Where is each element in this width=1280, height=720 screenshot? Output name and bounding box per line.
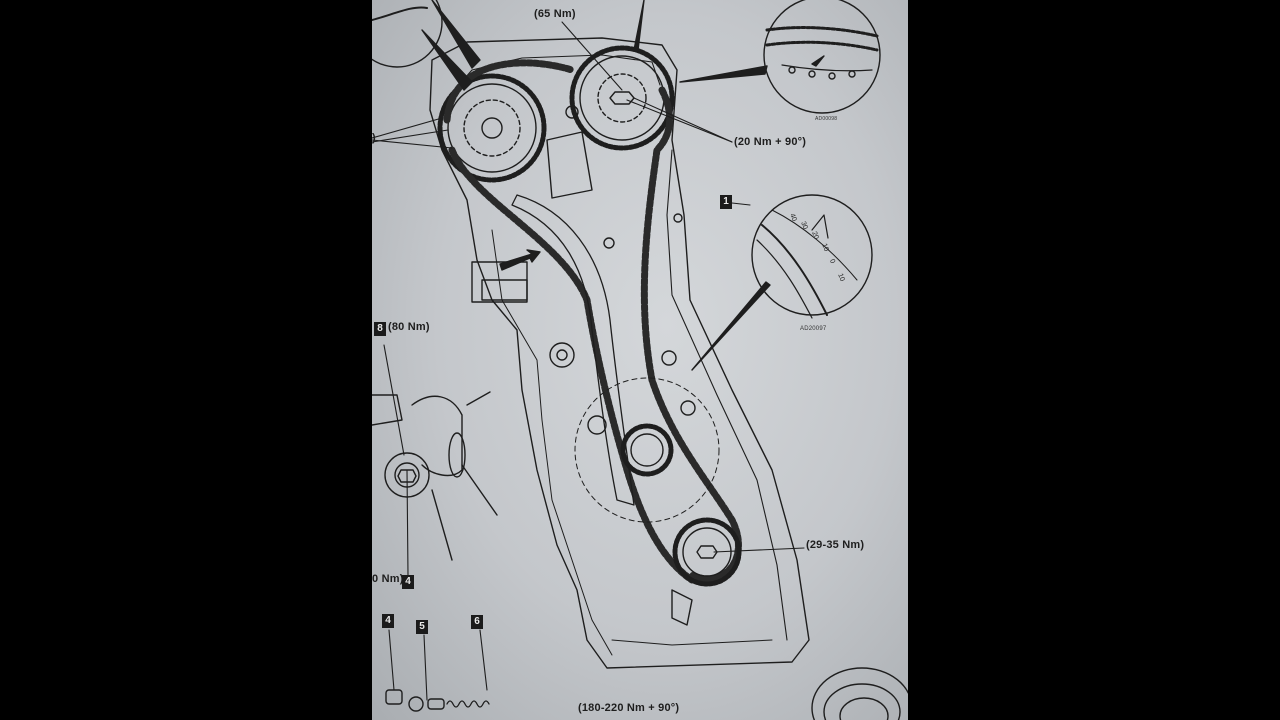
engine-cover-outline [429, 37, 810, 669]
cover-boss [661, 350, 677, 366]
pointer-wedge [431, 0, 481, 69]
crank-pulley-partial [811, 667, 908, 720]
lower-cover-base [611, 639, 773, 646]
callout-badge-8: 8 [374, 322, 386, 336]
cover-boss [587, 415, 607, 435]
pointer-wedge [679, 65, 768, 83]
torque-label-left-partial-top: ) [372, 132, 376, 144]
cover-left-inner [491, 229, 613, 656]
torque-label-cam-bolts: (20 Nm + 90°) [734, 136, 807, 148]
pointer-wedge [633, 0, 645, 51]
manual-page: (65 Nm) (20 Nm + 90°) (29-35 Nm) (80 Nm)… [372, 0, 908, 720]
detail-circle-top-left [372, 0, 443, 68]
pointer-wedge [691, 281, 771, 371]
pointer-wedge [421, 29, 473, 91]
callout-badge-1: 1 [720, 195, 732, 209]
cover-boss [603, 237, 615, 249]
torque-label-crank-bolt: (180-220 Nm + 90°) [578, 702, 680, 714]
detail-circle-timing-mark [751, 194, 873, 319]
right-cam-sprocket [569, 45, 675, 151]
ref-code-top-detail: AD00098 [815, 116, 838, 122]
left-pulley-assembly [372, 391, 498, 561]
intermediate-sprocket [574, 377, 720, 523]
lower-bracket [671, 589, 693, 626]
left-cam-sprocket [437, 73, 547, 183]
detail-circle-top-right [763, 0, 881, 114]
cam-housing [546, 131, 593, 199]
crank-sprocket [672, 517, 742, 587]
leader-lines [372, 21, 805, 701]
cover-boss [673, 213, 683, 223]
callout-badge-5: 5 [416, 620, 428, 634]
torque-label-cam-sprocket: (65 Nm) [534, 8, 576, 20]
torque-label-left-partial: 0 Nm) [372, 573, 404, 585]
cover-inner-edge [449, 54, 661, 96]
torque-label-left-component: (80 Nm) [388, 321, 430, 333]
cam-housing-bolt [565, 105, 579, 119]
arrow-indicator [499, 249, 541, 271]
callout-badge-6: 6 [471, 615, 483, 629]
ref-code-timing-detail: AD20097 [800, 326, 827, 332]
chain-guide [511, 194, 635, 506]
callout-badge-4-parts: 4 [382, 614, 394, 628]
cover-boss [680, 400, 696, 416]
callout-badge-4: 4 [402, 575, 414, 589]
cover-right-edge [666, 149, 788, 641]
bolt-washer-spring [385, 689, 490, 712]
timing-chain-diagram [372, 0, 908, 720]
chain-tensioner [471, 261, 575, 368]
torque-label-crank-sprocket: (29-35 Nm) [806, 539, 865, 551]
